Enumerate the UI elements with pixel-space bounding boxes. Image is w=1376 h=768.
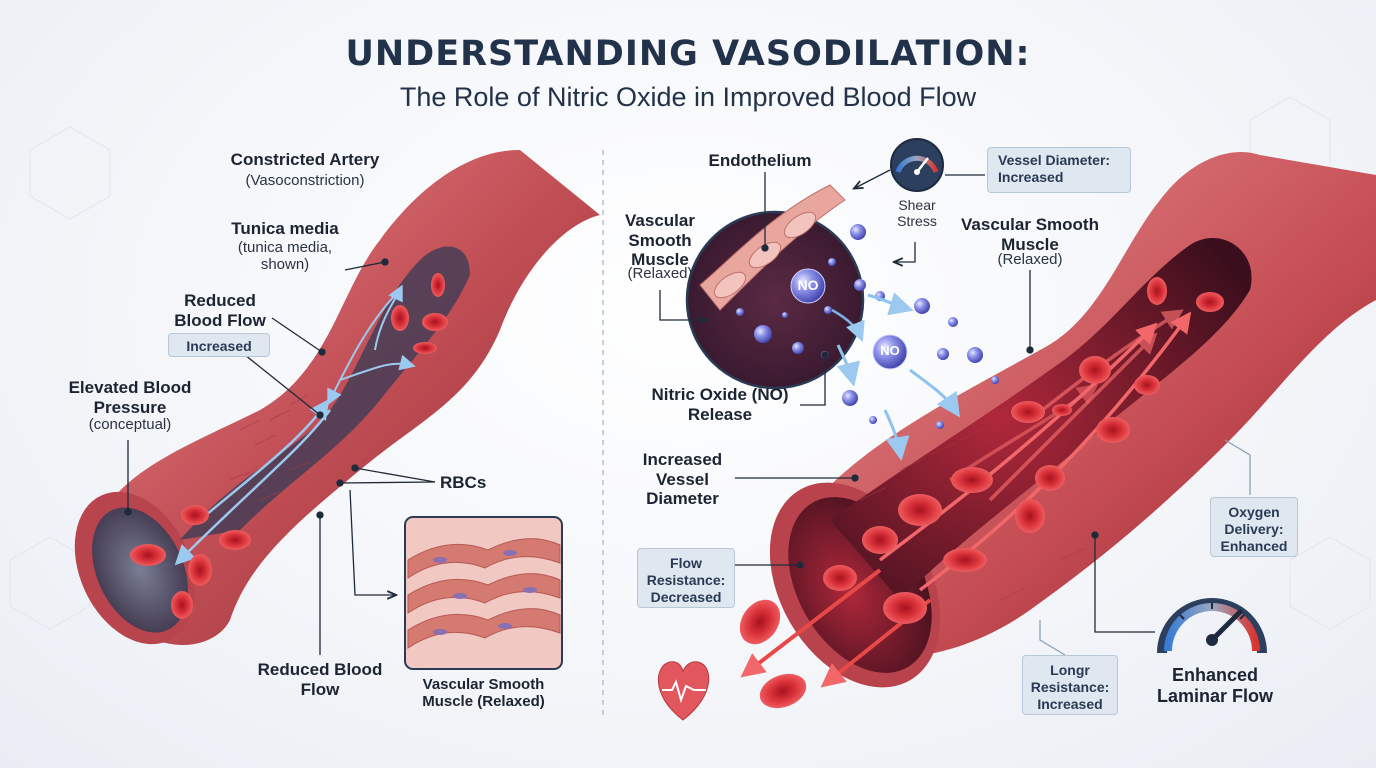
label-tunica-media-note: (tunica media, shown) [237, 239, 333, 274]
label-conceptual: (conceptual) [88, 416, 172, 433]
no-badge-main: NO [797, 277, 819, 293]
label-vsm-right: Vascular Smooth Muscle [961, 215, 1099, 254]
label-elevated-blood-pressure: Elevated Blood Pressure [68, 378, 192, 417]
label-reduced-blood-flow-top: Reduced Blood Flow [174, 291, 266, 330]
endothelium-magnifier [685, 184, 866, 390]
heart-pulse-icon [658, 661, 710, 721]
box-longr-resistance: Longr Resistance: Increased [1022, 655, 1118, 715]
label-vsm-left: Vascular Smooth Muscle [625, 211, 695, 270]
dilated-artery-illustration [739, 152, 1376, 709]
label-vsm-left-note: (Relaxed) [627, 265, 693, 282]
smooth-muscle-inset [404, 516, 563, 670]
right-leader-lines [659, 169, 1251, 656]
label-shear-stress: Shear Stress [897, 197, 937, 230]
label-increased-vessel-diameter: Increased Vessel Diameter [642, 450, 723, 509]
hex-background [9, 96, 1371, 630]
page-subtitle: The Role of Nitric Oxide in Improved Blo… [399, 82, 977, 112]
speedometer-icon [1157, 598, 1267, 654]
label-enhanced-laminar-flow: Enhanced Laminar Flow [1156, 665, 1273, 706]
box-flow-resistance: Flow Resistance: Decreased [637, 548, 735, 608]
no-molecules [836, 291, 999, 461]
label-constricted-artery: Constricted Artery [230, 150, 380, 169]
no-badge-floating: NO [880, 343, 900, 358]
label-tunica-media: Tunica media [231, 219, 339, 238]
label-inset-smooth-muscle: Vascular Smooth Muscle (Relaxed) [422, 676, 545, 711]
label-endothelium: Endothelium [708, 151, 812, 170]
box-oxygen-delivery: Oxygen Delivery: Enhanced [1210, 497, 1298, 557]
gauge-icon [890, 138, 944, 192]
label-nitric-oxide-release: Nitric Oxide (NO) Release [651, 385, 789, 424]
box-vessel-diameter: Vessel Diameter: Increased [987, 147, 1131, 193]
label-vsm-right-note: (Relaxed) [997, 251, 1063, 268]
badge-increased: Increased [168, 333, 270, 357]
page-title: UNDERSTANDING VASODILATION: [345, 34, 1031, 74]
label-vasoconstriction: (Vasoconstriction) [245, 172, 365, 189]
label-reduced-blood-flow-bottom: Reduced Blood Flow [257, 660, 383, 699]
left-leader-lines [124, 258, 436, 655]
label-rbcs: RBCs [440, 473, 487, 492]
constricted-artery-illustration [74, 150, 600, 645]
